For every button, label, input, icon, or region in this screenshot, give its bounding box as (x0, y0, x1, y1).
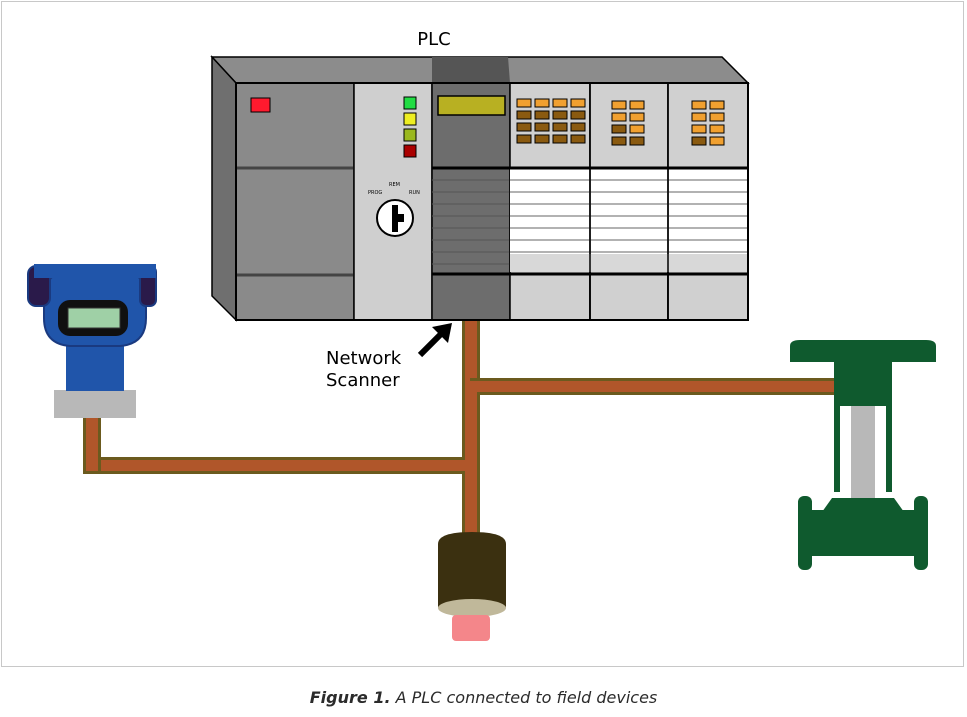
keyswitch: PROG REM RUN (368, 182, 420, 237)
scanner-display (437, 95, 506, 116)
figure-label: Figure 1. (309, 688, 391, 707)
control-valve-icon (790, 340, 936, 570)
status-led-green (403, 96, 417, 110)
plc-rack: PROG REM RUN (210, 55, 750, 322)
transmitter-display (67, 307, 121, 329)
transmitter-icon (27, 264, 157, 418)
figure-caption: Figure 1. A PLC connected to field devic… (0, 688, 967, 707)
io-module-2-leds (611, 100, 645, 146)
figure-caption-text: A PLC connected to field devices (395, 688, 658, 707)
svg-text:PROG: PROG (368, 190, 382, 196)
arrow-icon (417, 323, 452, 358)
status-led-red (403, 144, 417, 158)
io-module-3-leds (691, 100, 725, 146)
sensor-icon (438, 532, 506, 641)
status-led-olive (403, 128, 417, 142)
plc-network-diagram: PROG REM RUN (27, 29, 936, 641)
network-cables (83, 320, 840, 535)
svg-text:RUN: RUN (409, 190, 420, 196)
status-led-yellow (403, 112, 417, 126)
power-indicator (250, 97, 271, 113)
network-scanner-label-line2: Scanner (326, 370, 400, 391)
plc-label: PLC (417, 29, 450, 50)
svg-text:REM: REM (389, 182, 400, 188)
network-scanner-label-line1: Network (326, 348, 402, 369)
io-module-1-leds (516, 98, 586, 144)
